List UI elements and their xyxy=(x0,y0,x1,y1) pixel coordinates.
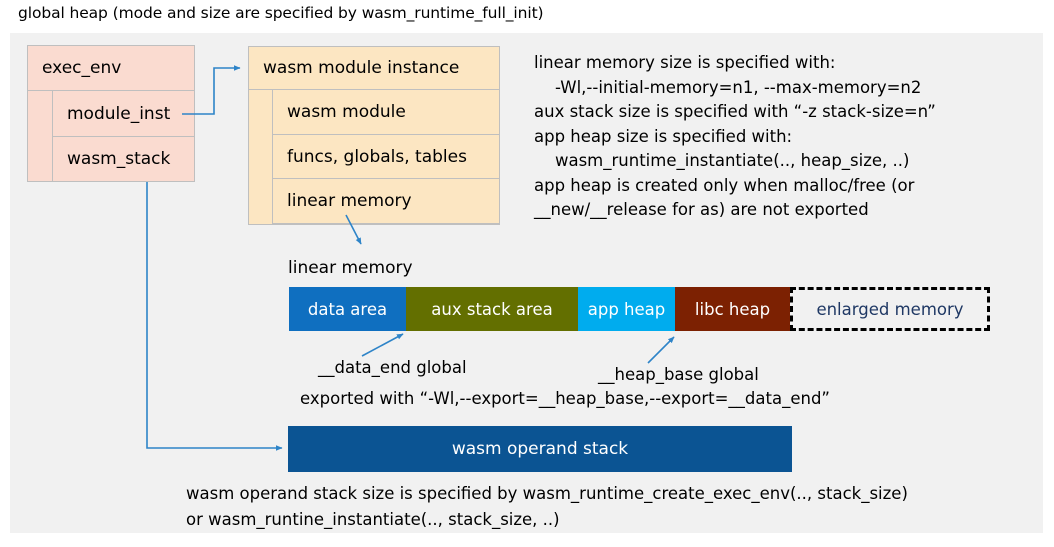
linear-memory-bar-caption: linear memory xyxy=(288,258,413,278)
exec-env-row-module-inst[interactable]: module_inst xyxy=(52,91,195,137)
module-instance-label: wasm module instance xyxy=(263,58,460,78)
memory-segment-aux-stack-area-label: aux stack area xyxy=(431,299,553,319)
memory-segment-data-area-label: data area xyxy=(307,299,388,319)
module-inst-label: module_inst xyxy=(67,103,171,124)
funcs-globals-tables-label: funcs, globals, tables xyxy=(287,146,467,167)
annotation-exported-with: exported with “-Wl,--export=__heap_base,… xyxy=(300,389,830,408)
wasm-module-label: wasm module xyxy=(287,102,406,122)
memory-segment-aux-stack-area[interactable]: aux stack area xyxy=(406,287,578,331)
memory-segment-app-heap-label: app heap xyxy=(587,299,666,319)
exec-env-header[interactable]: exec_env xyxy=(27,45,195,91)
wasm-operand-stack-label: wasm operand stack xyxy=(451,439,629,459)
memory-segment-app-heap[interactable]: app heap xyxy=(578,287,675,331)
memory-segment-libc-heap[interactable]: libc heap xyxy=(675,287,790,331)
page-title: global heap (mode and size are specified… xyxy=(18,4,544,22)
module-instance-row-wasm-module[interactable]: wasm module xyxy=(272,90,500,135)
linear-memory-note: linear memory size is specified with: -W… xyxy=(534,53,936,219)
annotation-heap-base: __heap_base global xyxy=(598,365,759,384)
module-instance-row-linear-memory[interactable]: linear memory xyxy=(272,178,500,224)
linear-memory-label: linear memory xyxy=(287,191,412,211)
memory-segment-data-area[interactable]: data area xyxy=(289,287,406,331)
module-instance-header[interactable]: wasm module instance xyxy=(248,46,500,90)
exec-env-row-wasm-stack[interactable]: wasm_stack xyxy=(52,136,195,182)
memory-segment-libc-heap-label: libc heap xyxy=(694,299,771,319)
wasm-stack-label: wasm_stack xyxy=(67,149,171,169)
annotation-data-end: __data_end global xyxy=(318,358,467,377)
exec-env-label: exec_env xyxy=(42,58,122,78)
memory-segment-enlarged-memory-label: enlarged memory xyxy=(816,299,964,319)
operand-stack-note: wasm operand stack size is specified by … xyxy=(186,484,908,529)
module-instance-row-funcs-globals-tables[interactable]: funcs, globals, tables xyxy=(272,134,500,179)
memory-segment-enlarged-memory[interactable]: enlarged memory xyxy=(790,287,990,331)
wasm-operand-stack-box[interactable]: wasm operand stack xyxy=(288,426,792,472)
